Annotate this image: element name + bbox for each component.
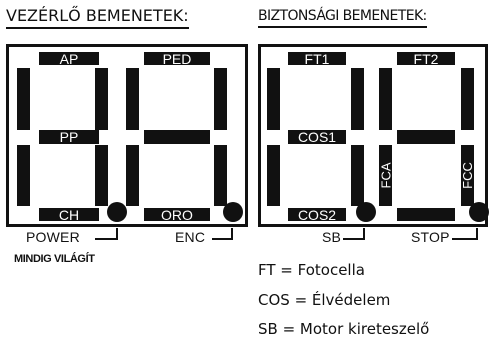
segment-cos1: COS1 xyxy=(288,130,346,144)
segment-b xyxy=(351,68,364,130)
segment-oro: ORO xyxy=(144,208,210,221)
control-inputs-display: AP PP CH PED ORO xyxy=(6,44,248,227)
segment-f xyxy=(267,68,280,130)
segment-c xyxy=(351,145,364,206)
segment-pp: PP xyxy=(39,130,99,144)
segment-f2 xyxy=(379,68,392,130)
power-caption: POWER xyxy=(26,229,80,245)
segment-g2 xyxy=(144,130,210,144)
enc-leader-v xyxy=(231,228,233,240)
enc-leader-h xyxy=(212,238,232,240)
segment-fca: FCA xyxy=(379,145,392,206)
segment-cos2: COS2 xyxy=(288,208,346,221)
stop-leader-h xyxy=(452,238,477,240)
power-led xyxy=(107,202,127,222)
segment-ft2: FT2 xyxy=(397,52,455,65)
always-on-note: MINDIG VILÁGÍT xyxy=(14,253,95,265)
enc-led xyxy=(223,202,243,222)
segment-c xyxy=(95,145,108,206)
enc-caption: ENC xyxy=(175,229,206,245)
power-leader-h xyxy=(95,238,117,240)
segment-e2 xyxy=(126,145,139,206)
safety-inputs-display: FT1 COS1 COS2 FT2 FCA FCC xyxy=(258,44,489,227)
control-inputs-title: VEZÉRLŐ BEMENETEK: xyxy=(6,6,189,29)
sb-led xyxy=(356,202,376,222)
segment-b xyxy=(95,68,108,130)
segment-c2 xyxy=(214,145,227,206)
sb-leader-v xyxy=(363,228,365,240)
stop-caption: STOP xyxy=(411,229,450,245)
stop-leader-v xyxy=(476,228,478,240)
segment-b2 xyxy=(461,68,474,130)
legend-item: SB = Motor kireteszelő xyxy=(258,320,430,338)
segment-g2 xyxy=(397,130,455,144)
segment-e xyxy=(267,145,280,206)
segment-b2 xyxy=(214,68,227,130)
segment-f xyxy=(17,68,30,130)
segment-ch: CH xyxy=(39,208,99,221)
segment-ft1: FT1 xyxy=(288,52,346,65)
segment-e xyxy=(17,145,30,206)
segment-ap: AP xyxy=(39,52,99,65)
segment-f2 xyxy=(126,68,139,130)
sb-caption: SB xyxy=(322,229,342,245)
sb-leader-h xyxy=(343,238,364,240)
stop-led xyxy=(469,202,489,222)
segment-fcc: FCC xyxy=(461,145,474,206)
power-leader-v xyxy=(116,228,118,240)
safety-inputs-title: BIZTONSÁGI BEMENETEK: xyxy=(258,8,427,28)
legend-item: COS = Élvédelem xyxy=(258,291,391,309)
segment-d2 xyxy=(397,208,455,221)
legend-item: FT = Fotocella xyxy=(258,261,365,279)
segment-ped: PED xyxy=(144,52,210,65)
